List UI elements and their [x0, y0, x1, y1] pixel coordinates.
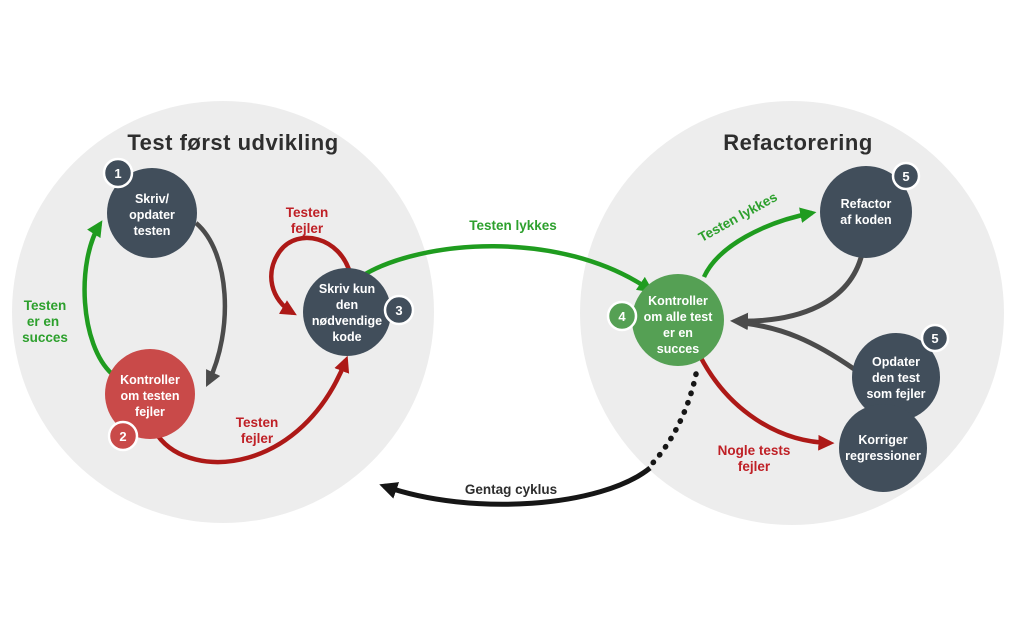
node-2-circle — [105, 349, 195, 439]
node-kontroller-om-testen-fejler: Kontroller om testen fejler 2 — [105, 349, 195, 452]
node-4-line4: succes — [657, 342, 699, 356]
node-refactor-af-koden: Refactor af koden 5 — [820, 161, 921, 258]
node-1-line3: testen — [134, 224, 171, 238]
edge-test-passes-4-to-5a — [701, 207, 817, 278]
node-skriv-opdater-testen: Skriv/ opdater testen 1 — [102, 157, 197, 258]
label-some-fail-line2: fejler — [738, 459, 771, 474]
edge-repeat-cycle — [379, 466, 652, 507]
edge-test-success-2-to-1 — [82, 220, 114, 376]
node-5b-circle — [852, 333, 940, 421]
node-1-line1: Skriv/ — [135, 192, 170, 206]
edge-5b-to-4 — [743, 320, 856, 372]
badge-3-label: 3 — [395, 303, 402, 318]
badge-2-circle — [107, 420, 139, 452]
edge-dotted-connector — [647, 371, 699, 469]
node-1-line2: opdater — [129, 208, 175, 222]
node-3-line3: nødvendige — [312, 314, 382, 328]
node-5a-line2: af koden — [840, 213, 891, 227]
node-opdater-den-test-som-fejler: Opdater den test som fejler 5 — [852, 323, 950, 421]
edge-some-tests-fail-4-to-6 — [698, 354, 835, 451]
badge-4-circle — [606, 300, 638, 332]
node-4-line1: Kontroller — [648, 294, 708, 308]
node-3-line1: Skriv kun — [319, 282, 375, 296]
node-3-line2: den — [336, 298, 358, 312]
label-success-line3: succes — [22, 330, 68, 345]
label-nogle-tests-fejler: Nogle tests fejler — [718, 443, 791, 474]
badge-5b-circle — [920, 323, 950, 353]
node-5b-line3: som fejler — [866, 387, 925, 401]
node-4-line2: om alle test — [644, 310, 714, 324]
badge-1-label: 1 — [114, 166, 121, 181]
badge-2-label: 2 — [119, 429, 126, 444]
label-fails-mid-line1: Testen — [236, 415, 279, 430]
node-4-circle — [632, 274, 724, 366]
badge-5a-label: 5 — [902, 169, 909, 184]
label-success-line2: er en — [27, 314, 59, 329]
node-5b-line1: Opdater — [872, 355, 920, 369]
label-testen-lykkes-mid: Testen lykkes — [469, 218, 557, 233]
label-testen-fejler-mid: Testen fejler — [236, 415, 279, 446]
node-2-line2: om testen — [120, 389, 179, 403]
label-gentag-cyklus: Gentag cyklus — [465, 482, 557, 497]
region-title-test-first: Test først udvikling — [127, 130, 338, 155]
node-5a-line1: Refactor — [841, 197, 892, 211]
node-3-circle — [303, 268, 391, 356]
label-success-line1: Testen — [24, 298, 67, 313]
node-1-circle — [107, 168, 197, 258]
badge-4-label: 4 — [618, 309, 626, 324]
edge-test-fails-2-to-3 — [156, 355, 350, 465]
node-6-line2: regressioner — [845, 449, 921, 463]
badge-5b-label: 5 — [931, 331, 938, 346]
label-fails-loop-line1: Testen — [286, 205, 329, 220]
node-skriv-kun-noedvendige-kode: Skriv kun den nødvendige kode 3 — [303, 268, 415, 356]
edge-1-to-2 — [194, 221, 228, 388]
label-testen-er-en-succes: Testen er en succes — [22, 298, 68, 345]
node-4-line3: er en — [663, 326, 693, 340]
label-fails-mid-line2: fejler — [241, 431, 274, 446]
edge-test-fails-self-loop-3 — [269, 235, 353, 316]
edge-test-passes-3-to-4 — [360, 244, 654, 293]
badge-3-circle — [383, 294, 415, 326]
node-3-line4: kode — [332, 330, 361, 344]
label-fails-loop-line2: fejler — [291, 221, 324, 236]
edge-5a-to-4 — [730, 253, 865, 331]
node-kontroller-om-alle-test: Kontroller om alle test er en succes 4 — [606, 274, 724, 366]
badge-5a-circle — [891, 161, 921, 191]
badge-1-circle — [102, 157, 134, 189]
node-korriger-regressioner: Korriger regressioner — [839, 404, 927, 492]
node-5a-circle — [820, 166, 912, 258]
node-6-circle — [839, 404, 927, 492]
node-2-line3: fejler — [135, 405, 165, 419]
label-some-fail-line1: Nogle tests — [718, 443, 791, 458]
node-5b-line2: den test — [872, 371, 921, 385]
node-6-line1: Korriger — [858, 433, 907, 447]
region-title-refactoring: Refactorering — [723, 130, 873, 155]
node-2-line1: Kontroller — [120, 373, 180, 387]
label-testen-fejler-loop: Testen fejler — [286, 205, 329, 236]
